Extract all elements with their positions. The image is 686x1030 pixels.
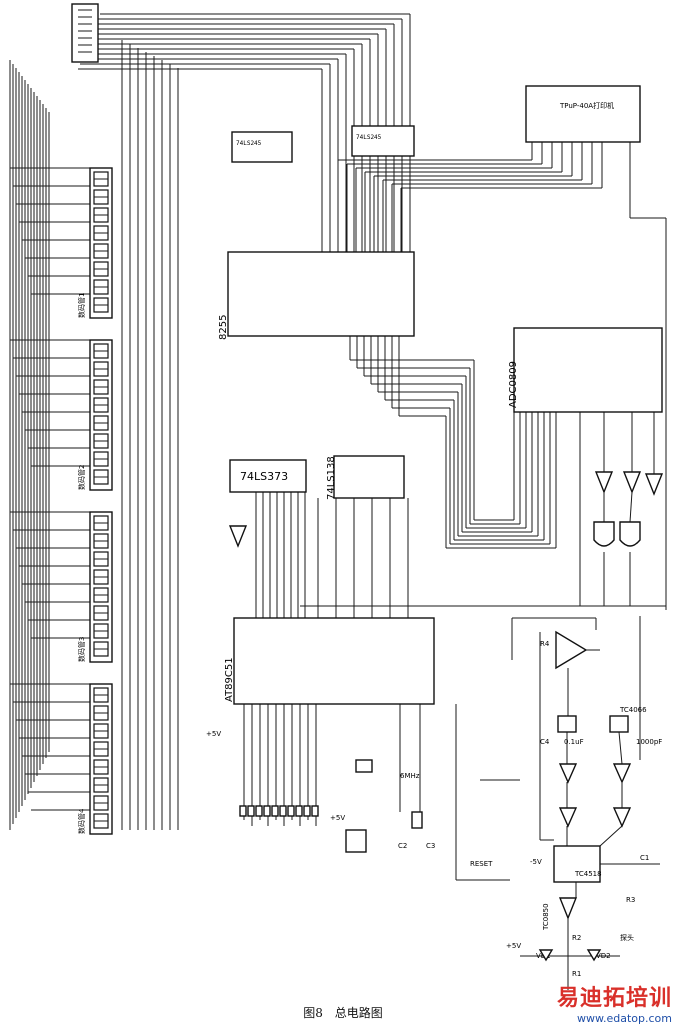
seven-seg-digit bbox=[93, 587, 109, 603]
printer-label: TPuP-40A打印机 bbox=[559, 101, 614, 110]
seven-seg-digit bbox=[93, 171, 109, 187]
display-label: 数码管3 bbox=[77, 637, 86, 662]
decoder-74ls138: 74LS138 bbox=[326, 455, 405, 500]
ppi-label: 8255 bbox=[218, 315, 229, 340]
adc-0809: ADC0809 bbox=[508, 327, 663, 413]
cap-01-label: 0.1uF bbox=[564, 738, 584, 746]
buffer-right: 74LS245 bbox=[351, 125, 415, 157]
seven-seg-digit bbox=[93, 533, 109, 549]
latch-74ls373: 74LS373 bbox=[229, 459, 307, 493]
latch-label: 74LS373 bbox=[240, 470, 288, 483]
seven-seg-digit bbox=[93, 261, 109, 277]
mcu-label: AT89C51 bbox=[224, 657, 235, 702]
reset-label: RESET bbox=[470, 860, 493, 868]
display-label: 数码管4 bbox=[77, 808, 86, 834]
seven-seg-digit bbox=[93, 569, 109, 585]
seven-seg-digit bbox=[93, 515, 109, 531]
c3-label: C3 bbox=[426, 842, 435, 850]
printer-block: TPuP-40A打印机 bbox=[525, 85, 641, 143]
logic-gates bbox=[228, 471, 664, 548]
plus5v-a-label: +5V bbox=[330, 814, 345, 822]
seven-seg-digit bbox=[93, 469, 109, 485]
top-ladder-body bbox=[71, 3, 99, 63]
seven-seg-digit bbox=[93, 551, 109, 567]
seven-seg-digit bbox=[93, 605, 109, 621]
seven-seg-digit bbox=[93, 641, 109, 657]
seven-seg-digit bbox=[93, 415, 109, 431]
seven-seg-digit bbox=[93, 623, 109, 639]
seven-seg-digit bbox=[93, 397, 109, 413]
seven-seg-digit bbox=[93, 225, 109, 241]
seven-seg-digit bbox=[93, 795, 109, 811]
buffer-left-label: 74LS245 bbox=[236, 140, 262, 147]
display-group4: 数码管4 bbox=[77, 683, 113, 835]
watermark-url: www.edatop.com bbox=[577, 1012, 672, 1025]
c2-label: C2 bbox=[398, 842, 407, 850]
display-group3: 数码管3 bbox=[77, 511, 113, 663]
display-group2: 数码管2 bbox=[77, 339, 113, 491]
r4-label: R4 bbox=[540, 640, 550, 648]
relay bbox=[355, 759, 373, 773]
analog-section: TC4066 TC4518 TC0850 R4 C4 0.1uF 1000pF … bbox=[506, 630, 662, 978]
cap-1000-label: 1000pF bbox=[636, 738, 662, 746]
seven-seg-digit bbox=[93, 297, 109, 313]
ppi-8255: 8255 bbox=[218, 251, 415, 340]
c1-label: C1 bbox=[640, 854, 649, 862]
mcu-at89c51: AT89C51 bbox=[224, 617, 435, 705]
switch-b bbox=[609, 715, 629, 733]
vd2-label: VD2 bbox=[596, 952, 611, 960]
buffer-right-label: 74LS245 bbox=[356, 134, 382, 141]
seven-seg-digit bbox=[93, 279, 109, 295]
probe-label: 探头 bbox=[620, 933, 634, 942]
watermark-brand: 易迪拓培训 bbox=[556, 986, 672, 1011]
adc-label: ADC0809 bbox=[508, 361, 519, 408]
seven-seg-digit bbox=[93, 379, 109, 395]
seven-seg-digit bbox=[93, 207, 109, 223]
switch-a bbox=[557, 715, 577, 733]
seven-seg-digit bbox=[93, 777, 109, 793]
seven-seg-digit bbox=[93, 433, 109, 449]
seven-seg-digit bbox=[93, 361, 109, 377]
counter-box bbox=[553, 845, 601, 883]
r3-label: R3 bbox=[626, 896, 635, 904]
seven-seg-digit bbox=[93, 343, 109, 359]
seven-seg-digit bbox=[93, 243, 109, 259]
watermark: 易迪拓培训 www.edatop.com bbox=[557, 980, 672, 1025]
switch-label: TC4066 bbox=[619, 706, 647, 714]
minus5v-label: -5V bbox=[530, 858, 542, 866]
display-label: 数码管1 bbox=[77, 293, 86, 318]
r2-label: R2 bbox=[572, 934, 581, 942]
plus5v-c-label: +5V bbox=[506, 942, 521, 950]
decoder-label: 74LS138 bbox=[326, 456, 337, 500]
seven-seg-digit bbox=[93, 687, 109, 703]
top-resistor-ladder bbox=[71, 3, 99, 63]
crystal bbox=[411, 811, 423, 829]
seven-seg-digit bbox=[93, 723, 109, 739]
buzzer bbox=[345, 829, 367, 853]
comparator-label: TC0850 bbox=[542, 903, 550, 931]
display-group1: 数码管1 bbox=[77, 167, 113, 319]
caption-text: 总电路图 bbox=[334, 1006, 383, 1020]
seven-seg-digit bbox=[93, 741, 109, 757]
seven-seg-digit bbox=[93, 759, 109, 775]
r1-label: R1 bbox=[572, 970, 581, 978]
crystal-label: 6MHz bbox=[400, 772, 420, 780]
display-label: 数码管2 bbox=[77, 465, 86, 490]
buffer-left: 74LS245 bbox=[231, 131, 293, 163]
caption-number: 图8 bbox=[303, 1006, 323, 1020]
wiring-layer bbox=[9, 13, 667, 990]
mcu-peripherals: 6MHz C2 C3 RESET +5V +5V bbox=[206, 730, 493, 868]
plus5v-b-label: +5V bbox=[206, 730, 221, 738]
seven-seg-digit bbox=[93, 451, 109, 467]
opamp bbox=[555, 630, 588, 670]
seven-seg-digit bbox=[93, 705, 109, 721]
seven-seg-digit bbox=[93, 813, 109, 829]
figure-caption: 图8 总电路图 bbox=[0, 1004, 686, 1021]
seven-seg-digit bbox=[93, 189, 109, 205]
seven-segment-displays: 数码管1 数码管2 数码管3 数码管4 bbox=[77, 167, 113, 835]
counter-label: TC4518 bbox=[574, 870, 602, 878]
c4-label: C4 bbox=[540, 738, 550, 746]
